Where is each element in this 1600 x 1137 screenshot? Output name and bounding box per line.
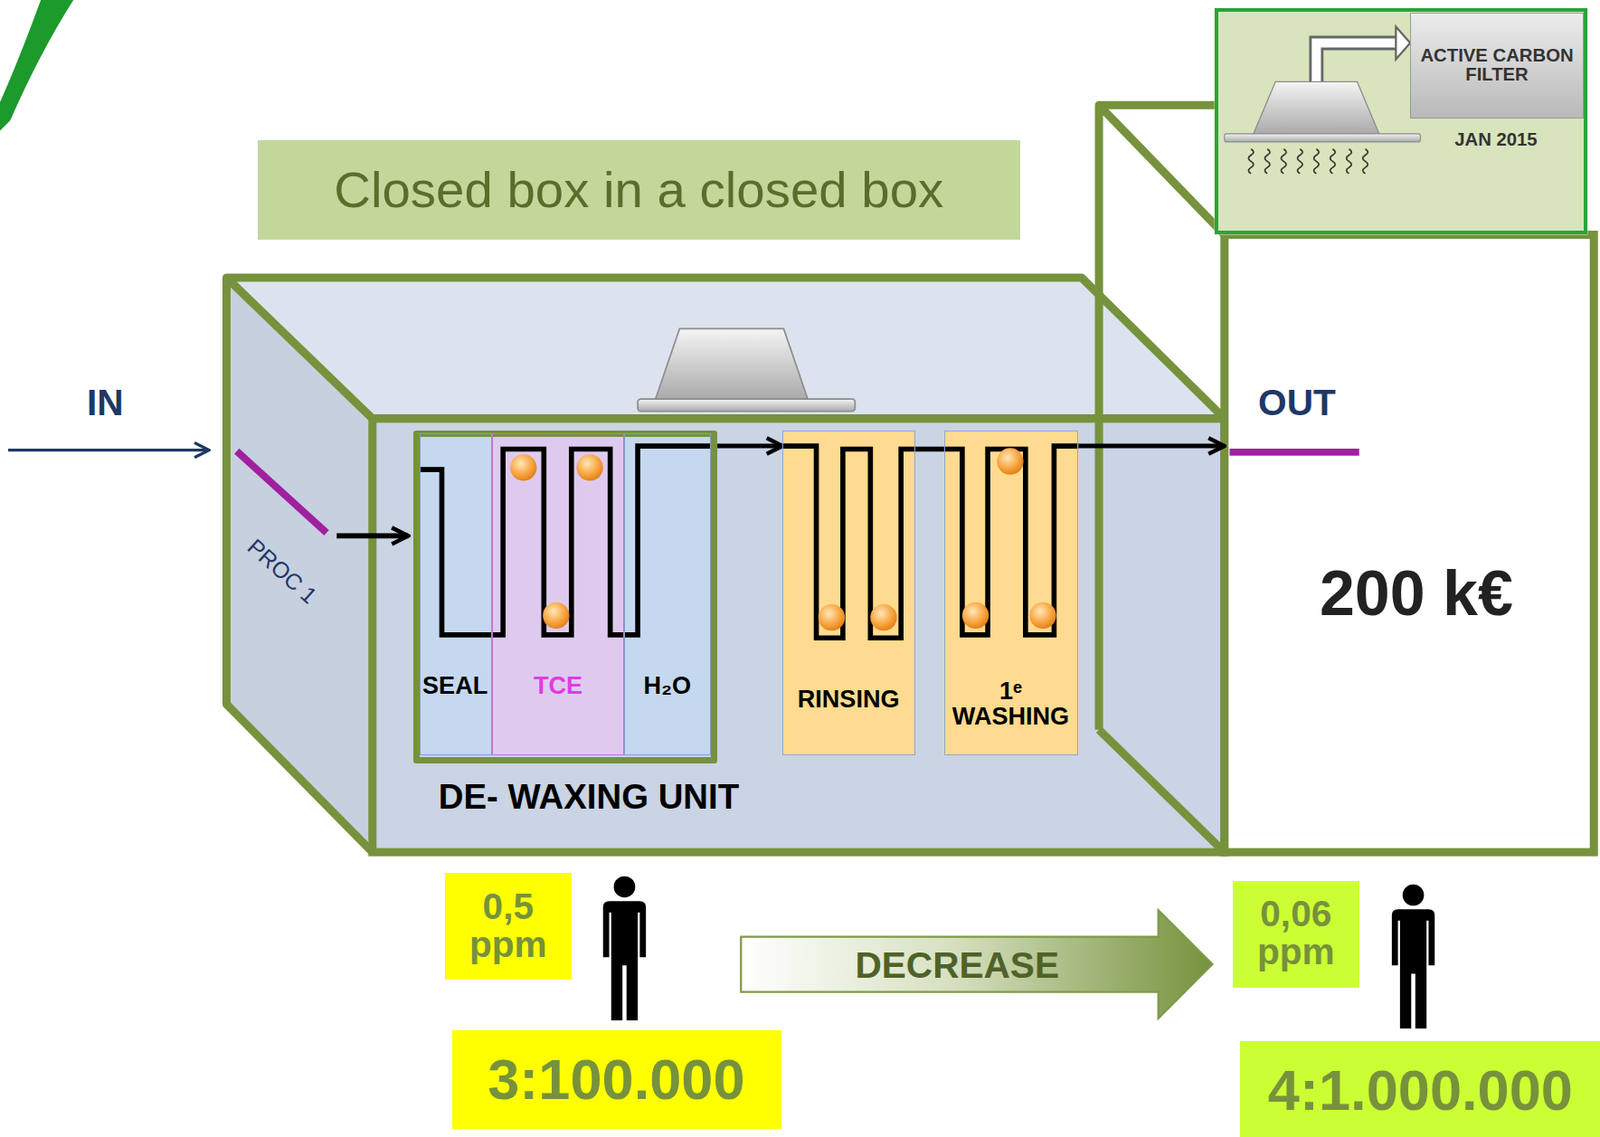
node-label: RINSING <box>785 686 912 712</box>
enclosure-box: 200 k€ <box>1224 234 1594 853</box>
out-door <box>1229 451 1359 453</box>
inset-panel: JAN 2015 ACTIVE CARBON FILTER <box>1214 8 1589 235</box>
outer-right-box <box>1224 235 1594 853</box>
outer-right-box <box>1098 729 1225 853</box>
value-box: 0,06 ppm <box>1232 880 1360 988</box>
parts-ball <box>510 454 537 481</box>
vapour-lines <box>1280 149 1287 174</box>
vapour-lines <box>1346 149 1353 174</box>
ratio-box: 3:100.000 <box>452 1030 782 1128</box>
node-label: TCE <box>496 672 619 699</box>
out-door <box>1229 448 1359 456</box>
inset-panel <box>1224 133 1421 143</box>
tank: RINSING <box>782 430 916 756</box>
proc-door <box>236 451 327 533</box>
node-label: 4:1.000.000 <box>1244 1060 1597 1120</box>
node-label: 0,5 ppm <box>456 887 559 965</box>
value-box: 0,5 ppm <box>444 872 572 980</box>
person-icon <box>1391 884 1435 1030</box>
node-label: DECREASE <box>788 946 1126 985</box>
inset-panel <box>1214 8 1589 235</box>
vapour-lines <box>1248 149 1368 174</box>
parts-ball <box>870 604 897 631</box>
tank: SEAL <box>419 433 493 755</box>
check-mark <box>0 0 74 131</box>
check-mark <box>0 0 74 131</box>
parts-ball <box>576 454 603 481</box>
tank: H₂O <box>624 433 711 755</box>
flow-connector <box>717 444 783 449</box>
node-label: SEAL <box>420 672 491 699</box>
proc-door <box>236 451 327 533</box>
outer-closed-box <box>226 277 1224 853</box>
vapour-lines <box>1314 149 1320 174</box>
inset-panel <box>1252 81 1380 135</box>
parts-ball <box>542 602 569 629</box>
person-icon <box>603 876 1435 1030</box>
vapour-lines <box>1330 149 1336 174</box>
tank: 1ᵉ WASHING <box>944 430 1080 756</box>
in-arrow <box>8 449 209 451</box>
parts-ball <box>996 447 1023 474</box>
decrease-arrow: DECREASE <box>738 908 1215 1021</box>
product-path <box>782 445 1079 638</box>
title: Closed box in a closed box <box>265 162 1012 217</box>
inset-panel <box>1395 26 1411 59</box>
outer-closed-box <box>226 277 1224 419</box>
vapour-lines <box>1264 149 1270 174</box>
extraction-hood <box>637 398 855 412</box>
person-icon <box>603 876 646 1022</box>
parts-ball <box>1029 602 1056 629</box>
filter-box: ACTIVE CARBON FILTER <box>1410 12 1584 119</box>
product-path <box>420 445 1080 638</box>
inset-panel <box>1315 42 1401 82</box>
node-label: PROC 1 <box>227 521 335 622</box>
outer-right-box <box>1098 104 1225 729</box>
outer-closed-box <box>226 277 372 853</box>
tank: TCE <box>492 433 625 755</box>
inset-panel <box>1214 8 1589 235</box>
extraction-hood <box>654 328 808 400</box>
node-label: 200 k€ <box>1248 560 1585 627</box>
node-label: DE- WAXING UNIT <box>395 778 784 815</box>
outer-right-box <box>1224 235 1594 853</box>
tank-fills <box>492 434 625 756</box>
parts-ball <box>962 602 989 629</box>
extraction-hood <box>637 328 855 411</box>
dewaxing-unit: DE- WAXING UNITSEALTCEH₂O <box>413 430 718 764</box>
outer-closed-box <box>226 277 1224 419</box>
node-label: 1ᵉ WASHING <box>946 678 1075 730</box>
tank-fills <box>419 434 493 756</box>
port-label: IN <box>54 383 157 423</box>
node-label: ACTIVE CARBON FILTER <box>1413 46 1582 86</box>
title-band: Closed box in a closed box <box>257 140 1021 241</box>
inset-panel <box>1315 42 1401 82</box>
tank-fills <box>419 430 1080 756</box>
parts-ball <box>818 604 845 631</box>
flow-connector <box>1078 444 1224 449</box>
outer-right-box <box>1098 101 1220 110</box>
outer-closed-box <box>226 277 372 853</box>
in-arrow <box>8 448 209 452</box>
port-label: OUT <box>1240 383 1354 423</box>
vapour-lines <box>1248 149 1254 174</box>
node-label: H₂O <box>626 672 709 699</box>
product-path <box>420 445 718 635</box>
vapour-lines <box>1363 149 1369 174</box>
ratio-box: 4:1.000.000 <box>1240 1041 1600 1137</box>
node-label: JAN 2015 <box>1419 130 1572 150</box>
vapour-lines <box>1297 149 1303 174</box>
node-label: 0,06 ppm <box>1242 894 1349 972</box>
node-label: 3:100.000 <box>455 1049 777 1109</box>
closed-box: PROC 1 DE- WAXING UNIT SEALTCE H₂O RINSING 1ᵉ… <box>226 277 1224 853</box>
proc-arrow <box>336 533 408 540</box>
tank-fills <box>782 430 916 756</box>
arrow-shape <box>740 909 1212 1019</box>
proc-arrow <box>336 535 408 537</box>
